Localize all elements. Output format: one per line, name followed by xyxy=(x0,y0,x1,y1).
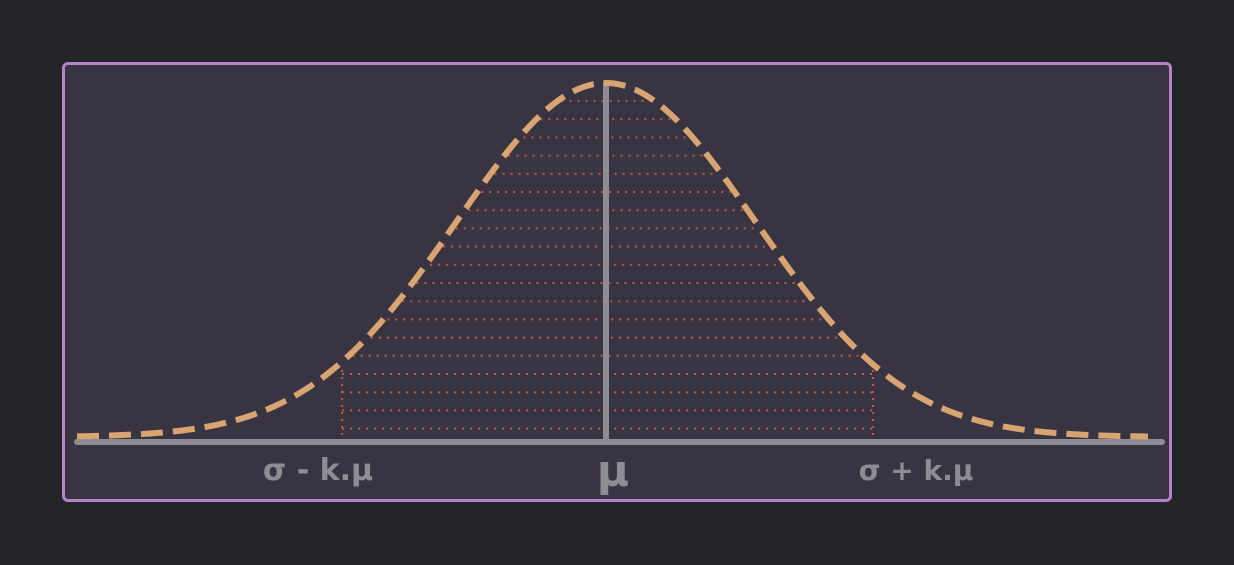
label-lower-bound: σ - k.μ xyxy=(263,453,373,488)
label-mean: μ xyxy=(597,446,629,497)
bell-curve xyxy=(76,80,1149,440)
label-upper-bound: σ + k.μ xyxy=(859,454,974,487)
